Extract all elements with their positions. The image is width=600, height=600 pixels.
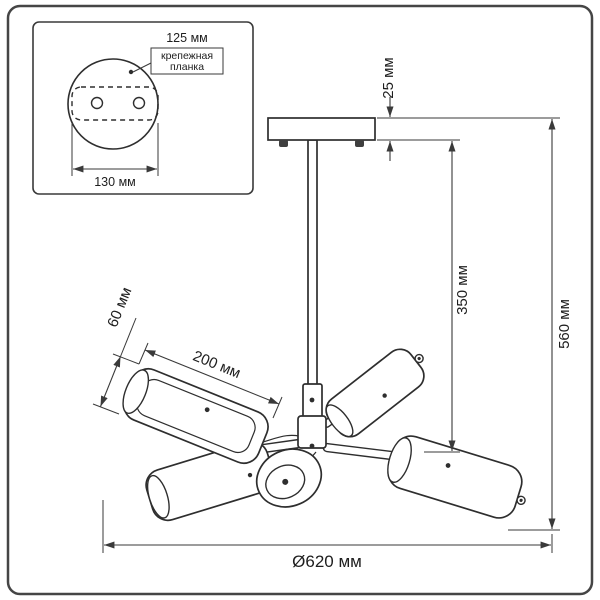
total-width-label: Ø620 мм: [292, 552, 362, 571]
shade-diameter-label: 60 мм: [104, 285, 135, 330]
leader-dot: [128, 69, 134, 75]
extension-line-shade-far: [138, 342, 149, 365]
extension-line-diameter-bottom: [92, 403, 120, 415]
shade-lower-right-rim: [387, 437, 412, 483]
fixture-drawing: [122, 117, 526, 522]
shade-diameter-dimension: [99, 356, 122, 407]
mounting-hole-left: [90, 96, 104, 110]
drawing-frame: [6, 4, 594, 596]
plank-label-box: [150, 47, 224, 75]
ceiling-canopy: [267, 117, 376, 141]
shade-upper-right-rim: [325, 404, 354, 438]
shade-diameter-leader: [120, 317, 137, 357]
shade-front: [255, 448, 323, 508]
mounting-plate-inset: 125 мм крепежная планка 130 мм: [32, 21, 254, 195]
plank-label-line2: планка: [170, 61, 204, 73]
shade-length-label: 200 мм: [190, 348, 243, 382]
extension-line-shade-near: [272, 396, 283, 419]
total-height-label: 560 мм: [556, 299, 573, 349]
plank-leader-line: [132, 62, 152, 73]
plank-width-label: 130 мм: [94, 175, 136, 189]
rod-length-label: 350 мм: [454, 265, 471, 315]
hanging-rod: [307, 139, 318, 387]
shade-lower-right-screw: [445, 463, 451, 468]
shade-front-center: [282, 478, 289, 485]
central-hub: [297, 415, 327, 449]
shade-lower-left-screw: [247, 472, 253, 478]
mounting-plank-outline: [71, 86, 159, 121]
shade-upper-left: [122, 367, 269, 465]
canopy-height-label: 25 мм: [380, 57, 397, 98]
shade-upper-left-screw: [204, 407, 210, 413]
extension-line-diameter-top: [112, 353, 140, 365]
plank-label-line1: крепежная: [161, 50, 213, 62]
sleeve-screw: [309, 397, 315, 403]
mounting-hole-right: [132, 96, 146, 110]
shade-upper-right: [325, 348, 425, 438]
shade-lower-right-finial-dot: [519, 498, 523, 502]
hole-spacing-label: 125 мм: [166, 31, 208, 45]
shade-length-dimension: [144, 349, 280, 405]
hub-screw: [309, 443, 315, 449]
shade-lower-left-rim: [146, 474, 170, 519]
shade-upper-right-screw: [382, 393, 387, 398]
canopy-screw-left: [279, 140, 288, 147]
shade-upper-right-finial-dot: [417, 356, 421, 361]
canopy-screw-right: [355, 140, 364, 147]
shade-lower-right: [387, 435, 526, 519]
